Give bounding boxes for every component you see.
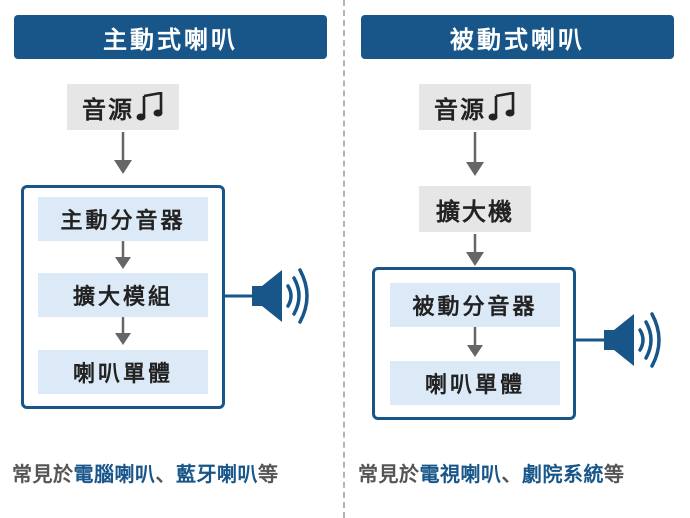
left-footer-example-1: 電腦喇叭 — [73, 462, 156, 486]
left-chain-amp-module: 擴大模組 — [38, 273, 208, 317]
arrow-down-icon — [114, 132, 132, 174]
left-source-label: 音源 — [82, 95, 134, 124]
left-title: 主動式喇叭 — [14, 15, 327, 59]
speaker-icon — [224, 268, 309, 324]
left-chain-driver: 喇叭單體 — [38, 350, 208, 394]
left-footer-sep: 、 — [155, 462, 176, 486]
left-footer-suffix: 等 — [258, 462, 279, 486]
right-footer-example-1: 電視喇叭 — [419, 462, 502, 486]
right-chain-driver: 喇叭單體 — [390, 361, 560, 405]
music-note-icon — [488, 92, 515, 121]
right-footer-suffix: 等 — [604, 462, 625, 486]
right-source-label: 音源 — [434, 95, 486, 124]
right-footer-prefix: 常見於 — [358, 462, 420, 486]
divider — [343, 0, 345, 518]
right-footer-example-2: 劇院系統 — [522, 462, 604, 486]
left-chain-crossover: 主動分音器 — [38, 197, 208, 241]
right-source-box: 音源 — [419, 84, 531, 130]
right-title: 被動式喇叭 — [361, 15, 674, 59]
right-amplifier-box: 擴大機 — [419, 186, 531, 232]
right-footer-sep: 、 — [501, 462, 522, 486]
arrow-down-icon — [466, 132, 484, 176]
right-footer: 常見於電視喇叭、劇院系統等 — [358, 458, 625, 487]
arrow-down-icon — [466, 234, 484, 266]
left-footer-example-2: 藍牙喇叭 — [176, 462, 258, 486]
left-source-box: 音源 — [67, 84, 179, 130]
left-footer: 常見於電腦喇叭、藍牙喇叭等 — [12, 458, 279, 487]
left-footer-prefix: 常見於 — [12, 462, 74, 486]
arrow-down-icon — [467, 327, 483, 357]
music-note-icon — [136, 92, 163, 121]
speaker-icon — [574, 312, 661, 368]
right-chain-crossover: 被動分音器 — [390, 283, 560, 327]
arrow-down-icon — [115, 317, 131, 345]
arrow-down-icon — [115, 241, 131, 269]
